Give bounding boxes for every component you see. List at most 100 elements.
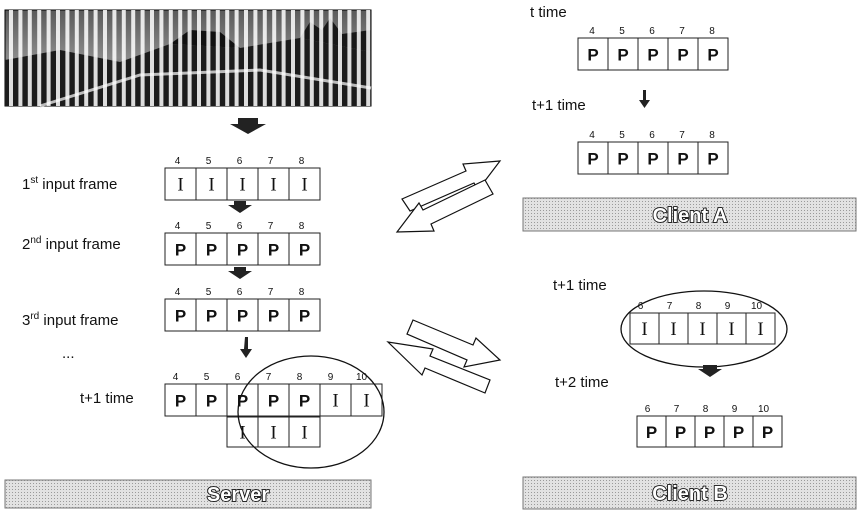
server-row-3rd: P4P5P6P7P8 <box>165 287 320 331</box>
frame-cell-type: P <box>587 150 598 169</box>
exchange-arrows-b <box>388 320 500 393</box>
frame-cell-type: P <box>206 307 217 326</box>
frame-number: 6 <box>645 404 651 415</box>
frame-cell-type: P <box>677 150 688 169</box>
frame-cell-type: I <box>641 319 647 340</box>
frame-number: 9 <box>725 301 731 312</box>
frame-number: 7 <box>679 130 685 141</box>
frame-number: 7 <box>268 287 274 298</box>
frame-cell-type: P <box>647 46 658 65</box>
exchange-arrows-a <box>397 161 500 232</box>
frame-number: 10 <box>758 404 770 415</box>
frame-cell-type: I <box>670 319 676 340</box>
frame-number: 7 <box>268 156 274 167</box>
frame-number: 8 <box>299 287 305 298</box>
client-a-t1-label: t+1 time <box>532 97 586 114</box>
client-b-t1-label: t+1 time <box>553 277 607 294</box>
frame-number: 7 <box>266 372 272 383</box>
frame-cell-type: I <box>363 391 369 412</box>
ellipsis: ... <box>62 345 75 362</box>
frame-number: 5 <box>206 287 212 298</box>
frame-number: 10 <box>356 372 368 383</box>
frame-number: 8 <box>703 404 709 415</box>
down-arrow-row2 <box>228 267 252 279</box>
frame-number: 7 <box>679 26 685 37</box>
frame-cell-type: P <box>646 423 657 442</box>
client-a-t-label: t time <box>530 4 567 21</box>
frame-number: 5 <box>204 372 210 383</box>
frame-cell-type: P <box>268 241 279 260</box>
frame-number: 4 <box>173 372 179 383</box>
frame-cell-type: P <box>299 307 310 326</box>
client-a-row-t: P4P5P6P7P8 <box>578 26 728 70</box>
frame-number: 8 <box>709 130 715 141</box>
frame-number: 6 <box>237 221 243 232</box>
frame-cell-type: P <box>175 392 186 411</box>
frame-cell-type: P <box>587 46 598 65</box>
frame-number: 6 <box>237 156 243 167</box>
frame-number: 5 <box>206 156 212 167</box>
client-a-bar-label: Client A <box>653 205 728 227</box>
frame-cell-type: I <box>728 319 734 340</box>
frame-cell-type: I <box>699 319 705 340</box>
frame-number: 6 <box>649 26 655 37</box>
frame-label-2nd: 2nd input frame <box>22 235 121 253</box>
frame-number: 9 <box>732 404 738 415</box>
frame-number: 8 <box>299 156 305 167</box>
frame-label-3rd: 3rd input frame <box>22 311 118 329</box>
frame-number: 8 <box>709 26 715 37</box>
frame-number: 4 <box>589 26 595 37</box>
frame-cell-type: P <box>733 423 744 442</box>
server-bar: Server <box>5 480 371 508</box>
client-a-down-arrow <box>639 90 650 108</box>
server-bar-label: Server <box>207 484 269 506</box>
frame-number: 7 <box>268 221 274 232</box>
down-arrow-row3 <box>240 337 252 358</box>
frame-cell-type: P <box>647 150 658 169</box>
input-video-strip <box>5 10 371 106</box>
frame-number: 7 <box>674 404 680 415</box>
frame-cell-type: P <box>707 46 718 65</box>
frame-number: 8 <box>297 372 303 383</box>
frame-cell-type: I <box>757 319 763 340</box>
frame-cell-type: P <box>704 423 715 442</box>
frame-number: 4 <box>175 156 181 167</box>
frame-cell-type: P <box>617 46 628 65</box>
frame-cell-type: I <box>332 391 338 412</box>
frame-number: 6 <box>235 372 241 383</box>
frame-cell-type: I <box>301 175 307 196</box>
client-b-bar-label: Client B <box>652 483 728 505</box>
frame-cell-type: P <box>675 423 686 442</box>
down-arrow-row1 <box>228 201 252 213</box>
frame-cell-type: P <box>268 392 279 411</box>
frame-number: 7 <box>667 301 673 312</box>
frame-cell-type: P <box>299 392 310 411</box>
frame-cell-type: P <box>677 46 688 65</box>
frame-cell-type: I <box>270 175 276 196</box>
frame-number: 8 <box>299 221 305 232</box>
frame-number: 9 <box>328 372 334 383</box>
frame-cell-type: I <box>177 175 183 196</box>
frame-cell-type: P <box>268 307 279 326</box>
frame-cell-type: I <box>208 175 214 196</box>
frame-cell-type: P <box>237 307 248 326</box>
frame-label-1st: 1st input frame <box>22 175 117 193</box>
client-b-bar: Client B <box>523 477 856 509</box>
frame-cell-type: P <box>206 241 217 260</box>
frame-number: 4 <box>589 130 595 141</box>
frame-number: 5 <box>619 130 625 141</box>
frame-cell-type: I <box>239 175 245 196</box>
frame-number: 5 <box>206 221 212 232</box>
server-t1-label: t+1 time <box>80 390 134 407</box>
frame-cell-type: P <box>206 392 217 411</box>
frame-cell-type: P <box>762 423 773 442</box>
server-row-t1-sub: III <box>227 417 320 447</box>
frame-cell-type: P <box>617 150 628 169</box>
frame-number: 6 <box>237 287 243 298</box>
frame-number: 8 <box>696 301 702 312</box>
frame-cell-type: P <box>299 241 310 260</box>
